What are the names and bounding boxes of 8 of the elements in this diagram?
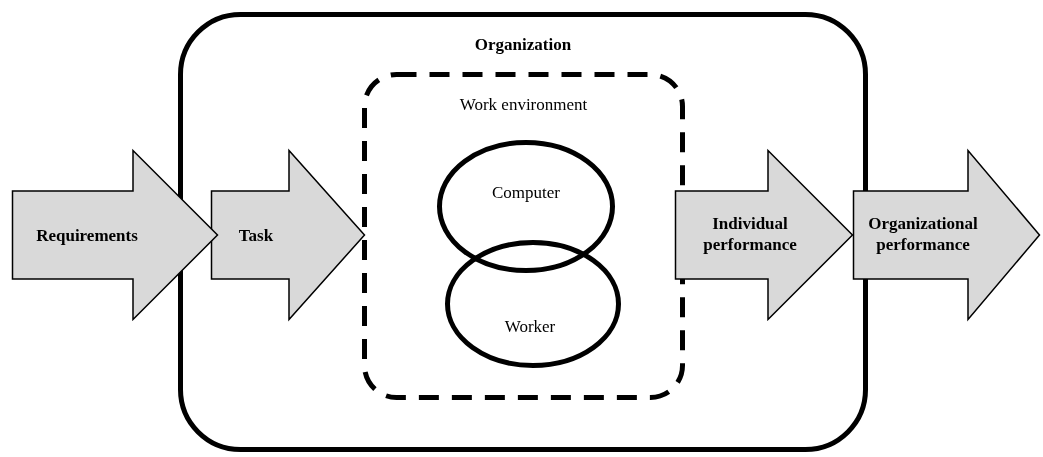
ellipse-label: Computer	[492, 183, 560, 202]
arrow-label: Organizational performance	[868, 214, 978, 254]
boundary-title: Organization	[474, 35, 572, 54]
ellipse-label: Worker	[504, 317, 556, 336]
boundary-title: Work environment	[459, 95, 588, 114]
arrow-label: Task	[238, 226, 274, 245]
arrow-label: Individual performance	[703, 214, 797, 254]
arrow-label: Requirements	[36, 226, 138, 245]
